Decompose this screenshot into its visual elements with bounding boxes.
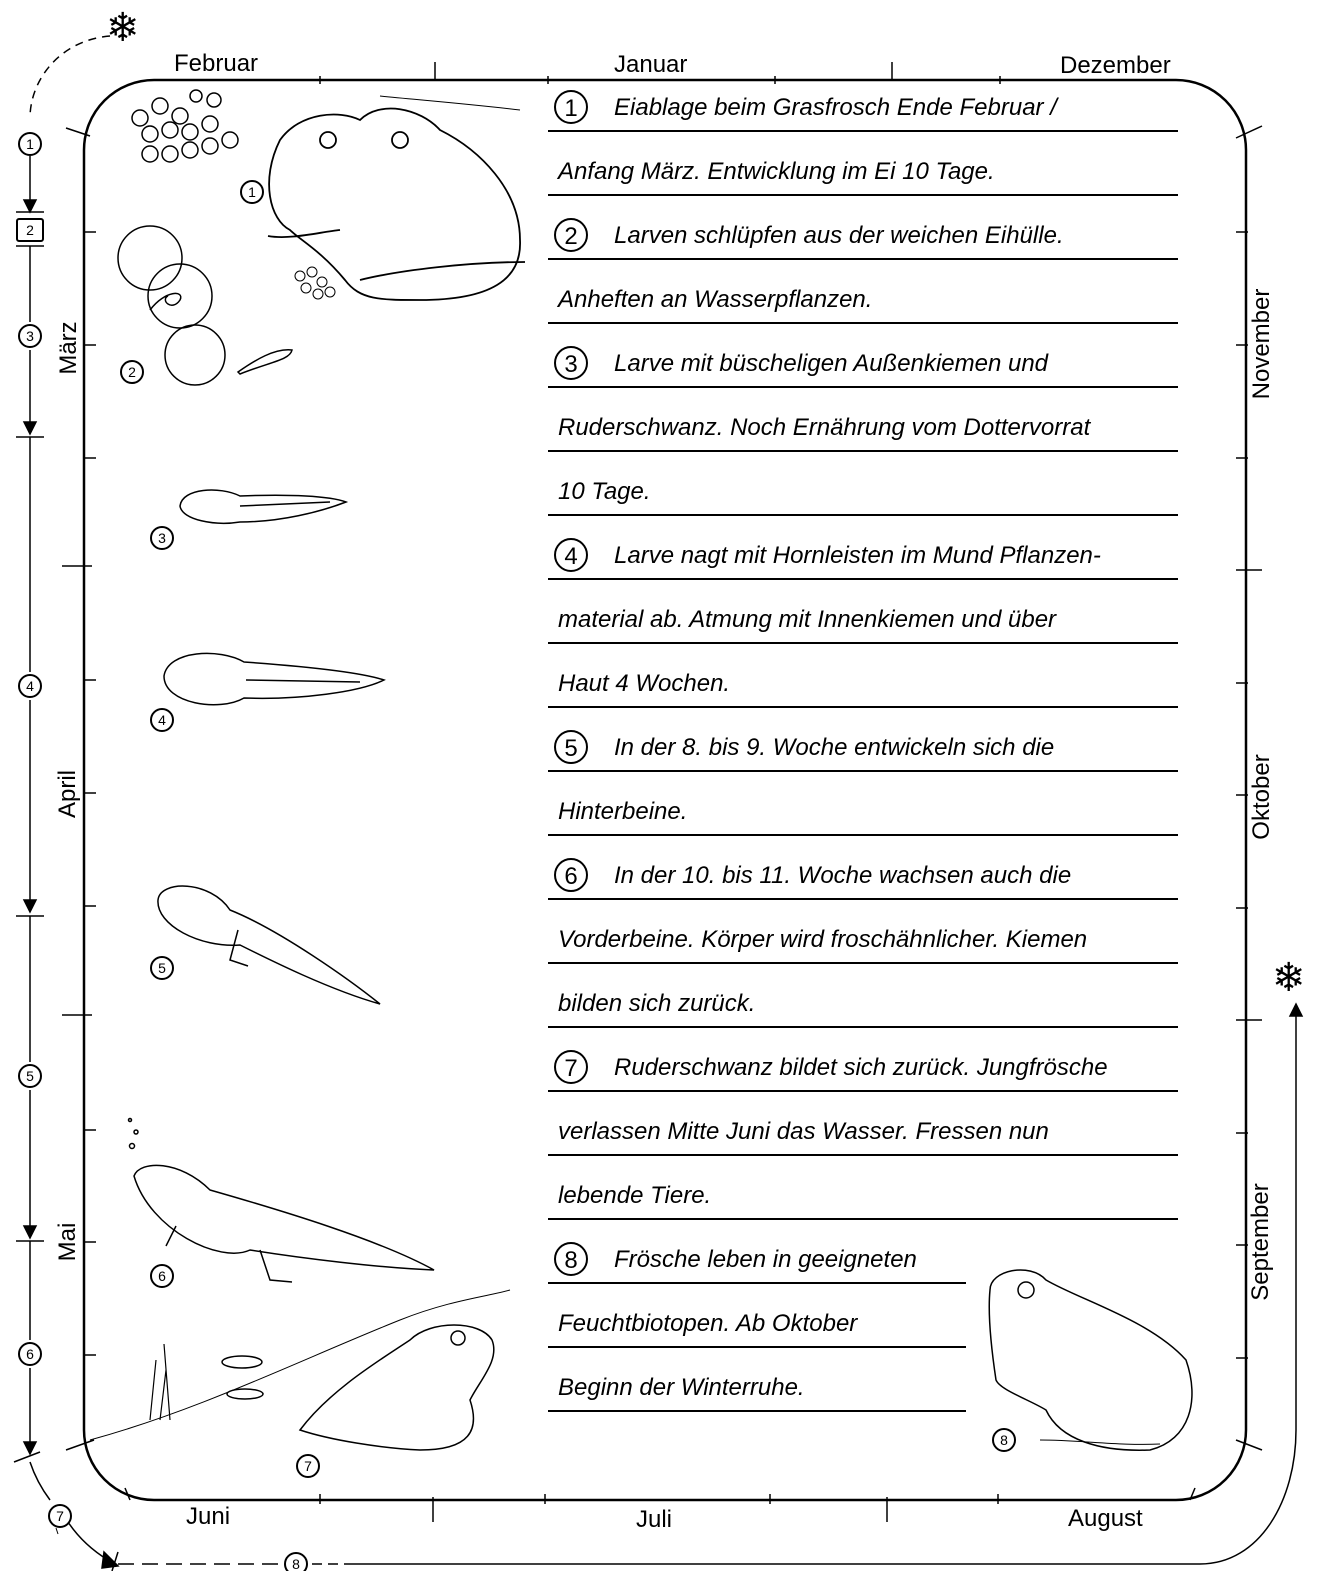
stage-text: Anfang März. Entwicklung im Ei 10 Tage. <box>558 158 995 186</box>
timeline-stage-marker: 8 <box>284 1552 308 1571</box>
month-label-bottom: August <box>1068 1505 1143 1533</box>
stage-text: Ruderschwanz bildet sich zurück. Jungfrö… <box>614 1054 1108 1082</box>
stage-text: Feuchtbiotopen. Ab Oktober <box>558 1310 857 1338</box>
larva-gills-illustration <box>180 490 346 523</box>
tadpole-hindlegs-illustration <box>158 886 380 1004</box>
stage-number: 5 <box>554 730 588 764</box>
illustration-label: 6 <box>150 1264 174 1288</box>
stage-description-line: 1 Eiablage beim Grasfrosch Ende Februar … <box>548 66 1178 132</box>
stage-text: Larve nagt mit Hornleisten im Mund Pflan… <box>614 542 1101 570</box>
frogs-mating-illustration <box>268 96 525 300</box>
timeline-stage-marker: 6 <box>18 1342 42 1366</box>
stage-description-line: 8 Frösche leben in geeigneten <box>548 1218 966 1284</box>
stage-description-line: Feuchtbiotopen. Ab Oktober <box>548 1282 966 1348</box>
stage-description-line: Haut 4 Wochen. <box>548 642 1178 708</box>
stage-text: Larve mit büscheligen Außenkiemen und <box>614 350 1048 378</box>
stage-text: Frösche leben in geeigneten <box>614 1246 917 1274</box>
stage-number: 7 <box>554 1050 588 1084</box>
stage-number: 3 <box>554 346 588 380</box>
snowflake-icon: ❄ <box>1272 958 1306 998</box>
tadpole-illustration <box>164 653 384 704</box>
snowflake-icon: ❄ <box>106 8 140 48</box>
illustration-label: 5 <box>150 956 174 980</box>
young-frog-illustration <box>90 1290 510 1450</box>
month-label-bottom: Juli <box>636 1506 672 1534</box>
stage-text: Haut 4 Wochen. <box>558 670 730 698</box>
stage-description-line: Vorderbeine. Körper wird froschähnlicher… <box>548 898 1178 964</box>
stage-description-line: bilden sich zurück. <box>548 962 1178 1028</box>
stage-text: Anheften an Wasserpflanzen. <box>558 286 872 314</box>
stage-text: In der 8. bis 9. Woche entwickeln sich d… <box>614 734 1054 762</box>
froglet-tail-illustration <box>129 1119 435 1283</box>
stage-description-line: 5 In der 8. bis 9. Woche entwickeln sich… <box>548 706 1178 772</box>
stage-text: lebende Tiere. <box>558 1182 711 1210</box>
stage-number: 1 <box>554 90 588 124</box>
stage-description-line: 10 Tage. <box>548 450 1178 516</box>
month-label-left: Mai <box>54 1212 82 1272</box>
timeline-stage-marker: 1 <box>18 132 42 156</box>
stage-description-line: 7 Ruderschwanz bildet sich zurück. Jungf… <box>548 1026 1178 1092</box>
stage-text: material ab. Atmung mit Innenkiemen und … <box>558 606 1056 634</box>
stage-text: In der 10. bis 11. Woche wachsen auch di… <box>614 862 1071 890</box>
small-spawn-illustration <box>295 267 335 299</box>
stage-text: Vorderbeine. Körper wird froschähnlicher… <box>558 926 1087 954</box>
illustration-label: 7 <box>296 1454 320 1478</box>
spawn-illustration <box>132 90 238 162</box>
stage-text: verlassen Mitte Juni das Wasser. Fressen… <box>558 1118 1049 1146</box>
stage-text: Ruderschwanz. Noch Ernährung vom Dotterv… <box>558 414 1090 442</box>
illustration-label: 2 <box>120 360 144 384</box>
illustration-label: 8 <box>992 1428 1016 1452</box>
stage-description-line: lebende Tiere. <box>548 1154 1178 1220</box>
timeline-stage-marker: 3 <box>18 324 42 348</box>
stage-description-line: 4 Larve nagt mit Hornleisten im Mund Pfl… <box>548 514 1178 580</box>
month-label-left: März <box>55 313 83 383</box>
stage-number: 6 <box>554 858 588 892</box>
stage-number: 8 <box>554 1242 588 1276</box>
month-label-left: April <box>54 756 82 832</box>
month-label-right: November <box>1248 284 1276 404</box>
stage-text: Hinterbeine. <box>558 798 687 826</box>
stage-number: 2 <box>554 218 588 252</box>
stage-description-line: material ab. Atmung mit Innenkiemen und … <box>548 578 1178 644</box>
timeline-stage-marker: 2 <box>16 218 44 242</box>
stage-description-line: Hinterbeine. <box>548 770 1178 836</box>
illustration-label: 3 <box>150 526 174 550</box>
stage-description-line: verlassen Mitte Juni das Wasser. Fressen… <box>548 1090 1178 1156</box>
timeline-stage-marker: 4 <box>18 674 42 698</box>
timeline-stage-marker: 5 <box>18 1064 42 1088</box>
month-label-bottom: Juni <box>186 1503 230 1531</box>
stage-description-line: 2 Larven schlüpfen aus der weichen Eihül… <box>548 194 1178 260</box>
stage-description-line: Ruderschwanz. Noch Ernährung vom Dotterv… <box>548 386 1178 452</box>
illustration-label: 4 <box>150 708 174 732</box>
illustration-label: 1 <box>240 180 264 204</box>
stage-description-line: Anheften an Wasserpflanzen. <box>548 258 1178 324</box>
stage-text: Beginn der Winterruhe. <box>558 1374 805 1402</box>
month-label-top: Februar <box>174 50 258 78</box>
stage-description-line: 6 In der 10. bis 11. Woche wachsen auch … <box>548 834 1178 900</box>
adult-frog-illustration <box>989 1270 1192 1450</box>
stage-text: 10 Tage. <box>558 478 651 506</box>
hatching-eggs-illustration <box>118 226 292 385</box>
stage-text: Larven schlüpfen aus der weichen Eihülle… <box>614 222 1064 250</box>
stage-number: 4 <box>554 538 588 572</box>
decorative-dashes <box>56 1528 58 1534</box>
month-label-right: September <box>1247 1177 1275 1307</box>
stage-text: Eiablage beim Grasfrosch Ende Februar / <box>614 94 1057 122</box>
stage-description-line: 3 Larve mit büscheligen Außenkiemen und <box>548 322 1178 388</box>
month-label-right: Oktober <box>1248 745 1276 849</box>
stage-description-line: Anfang März. Entwicklung im Ei 10 Tage. <box>548 130 1178 196</box>
stage-text: bilden sich zurück. <box>558 990 755 1018</box>
stage-description-line: Beginn der Winterruhe. <box>548 1346 966 1412</box>
timeline-stage-marker: 7 <box>48 1504 72 1528</box>
